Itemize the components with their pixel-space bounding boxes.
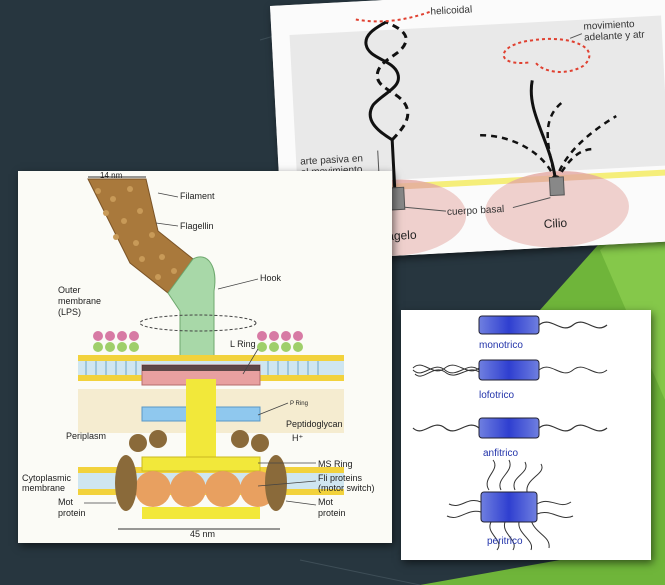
flagellar-motor-structure-panel: 14 nm [18,171,392,543]
mot-proteins [115,430,287,511]
label-fli-2: (motor switch) [318,483,375,493]
lps-lipopolysaccharides [93,331,303,352]
cilium-label: Cilio [543,216,567,231]
label-mot-left-1: Mot [58,497,74,507]
label-ms-ring: MS Ring [318,459,353,469]
back-forth-label-1: movimiento [583,19,635,33]
label-outer-membrane-3: (LPS) [58,307,81,317]
label-hook: Hook [260,273,282,283]
label-anfitrico: anfitrico [483,448,518,459]
label-h-plus: H⁺ [292,433,303,443]
dim-45nm: 45 nm [190,529,215,539]
cilium-stroke-path [476,37,617,182]
label-mot-left-2: protein [58,508,86,518]
label-l-ring: L Ring [230,339,256,349]
label-peptidoglycan: Peptidoglycan [286,419,343,429]
label-fli-1: Fli proteins [318,473,363,483]
label-mot-right-1: Mot [318,497,334,507]
lophotrichous-cell [412,359,608,381]
label-flagellin: Flagellin [180,221,214,231]
label-mot-right-2: protein [318,508,346,518]
label-monotrico: monotrico [479,340,523,351]
peritrichous-cell [446,459,574,551]
label-outer-membrane-2: membrane [58,296,101,306]
passive-part-label-1: arte pasiva en [300,153,363,167]
amphitrichous-cell [412,417,608,439]
label-lofotrico: lofotrico [479,390,514,401]
back-forth-label-2: adelante y atr [584,29,646,43]
label-cyto-1: Cytoplasmic [22,473,72,483]
label-outer-membrane-1: Outer [58,285,81,295]
ms-ring [141,456,261,472]
cilium-basal-body [548,176,565,197]
basal-body-label: cuerpo basal [447,204,505,218]
label-p-ring: P Ring [290,401,308,407]
dim-14nm: 14 nm [100,171,123,180]
label-periplasm: Periplasm [66,431,106,441]
flagellum-helical-wave [355,10,431,190]
label-filament: Filament [180,191,215,201]
flagellation-types-panel: monotrico lofotrico anfitrico [401,310,651,560]
label-peritrico: peritrico [487,536,523,547]
helical-label: helicoidal [430,4,472,17]
label-cyto-2: membrane [22,483,65,493]
monotrichous-cell [478,315,608,335]
